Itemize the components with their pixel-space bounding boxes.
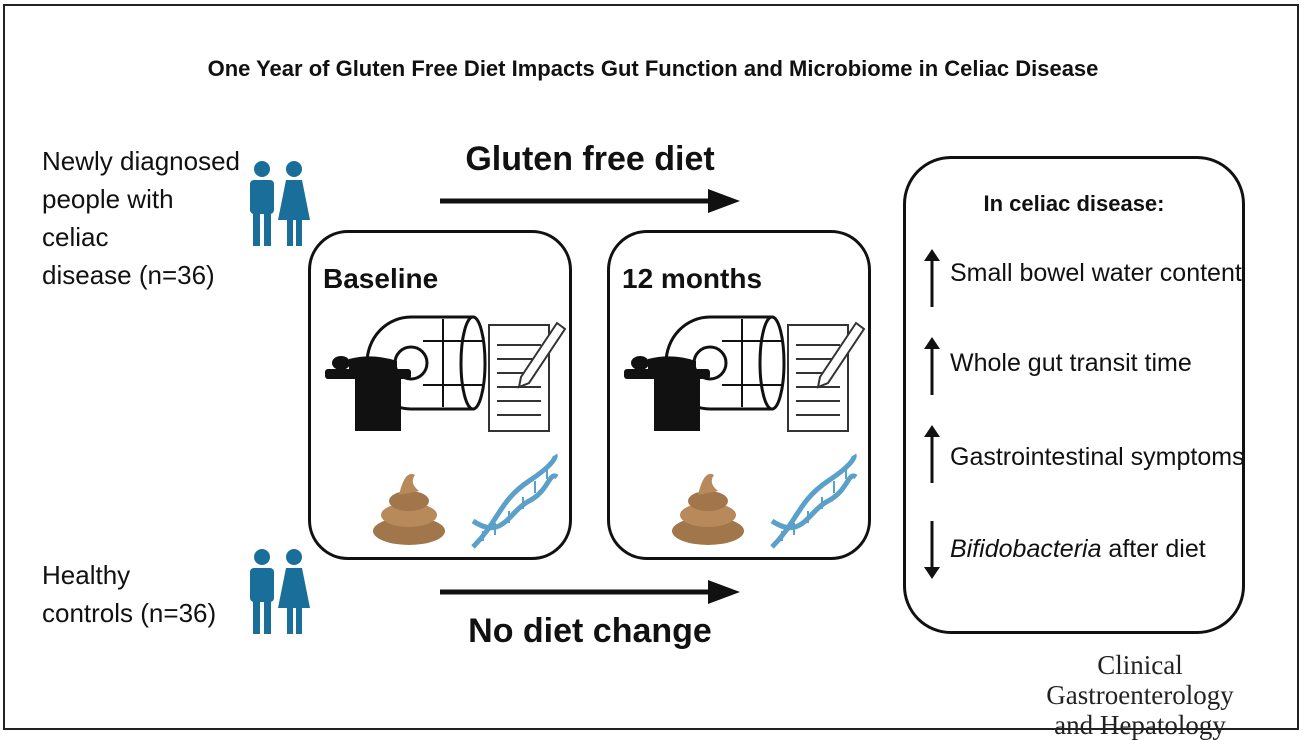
baseline-box: Baseline xyxy=(308,230,572,560)
finding-bifidobacteria: Bifidobacteria after diet xyxy=(950,535,1206,564)
bifidobacteria-suffix: after diet xyxy=(1101,535,1206,563)
gluten-free-diet-arrow xyxy=(440,189,740,213)
celiac-group-label: Newly diagnosed people with celiac disea… xyxy=(42,142,242,294)
figure-frame xyxy=(3,4,1299,730)
results-box: In celiac disease: Small bowel water con… xyxy=(903,156,1245,634)
dna-icon xyxy=(770,453,858,549)
celiac-label-line-2: people with celiac xyxy=(42,184,174,252)
person-male-icon xyxy=(250,161,274,246)
questionnaire-icon xyxy=(787,321,866,432)
journal-name-line-1: Clinical Gastroenterology xyxy=(1046,650,1234,710)
arrow-up-icon xyxy=(924,425,940,483)
arrow-up-icon xyxy=(924,249,940,307)
person-female-icon xyxy=(278,549,310,634)
journal-name-line-2: and Hepatology xyxy=(1054,710,1226,740)
no-diet-change-label: No diet change xyxy=(468,612,712,650)
baseline-label: Baseline xyxy=(323,263,439,294)
finding-whole-gut-transit: Whole gut transit time xyxy=(950,349,1192,377)
healthy-label-line-1: Healthy xyxy=(42,560,131,590)
healthy-label-line-2: controls (n=36) xyxy=(42,598,217,628)
no-diet-change-arrow xyxy=(440,580,740,604)
mri-scanner-icon xyxy=(325,315,487,431)
dna-icon xyxy=(471,453,559,549)
results-heading: In celiac disease: xyxy=(983,191,1165,216)
celiac-label-line-1: Newly diagnosed xyxy=(42,146,241,176)
finding-gi-symptoms: Gastrointestinal symptoms xyxy=(950,443,1245,471)
arrow-down-icon xyxy=(924,521,940,579)
questionnaire-icon xyxy=(488,321,567,432)
person-male-icon xyxy=(250,549,274,634)
healthy-people-icon xyxy=(250,549,310,634)
stool-icon xyxy=(672,473,744,545)
twelve-months-label: 12 months xyxy=(622,263,763,294)
gluten-free-diet-label: Gluten free diet xyxy=(465,140,715,178)
twelve-months-box: 12 months xyxy=(607,230,871,560)
arrow-up-icon xyxy=(924,337,940,395)
finding-small-bowel-water: Small bowel water content xyxy=(950,259,1242,287)
stool-icon xyxy=(373,473,445,545)
figure-title: One Year of Gluten Free Diet Impacts Gut… xyxy=(207,56,1099,81)
healthy-group-label: Healthy controls (n=36) xyxy=(42,556,242,632)
celiac-label-line-3: disease (n=36) xyxy=(42,260,215,290)
bifidobacteria-term: Bifidobacteria xyxy=(950,535,1102,563)
person-female-icon xyxy=(278,161,310,246)
journal-name: Clinical Gastroenterology and Hepatology xyxy=(1010,650,1270,740)
mri-scanner-icon xyxy=(624,315,786,431)
celiac-people-icon xyxy=(250,161,310,246)
